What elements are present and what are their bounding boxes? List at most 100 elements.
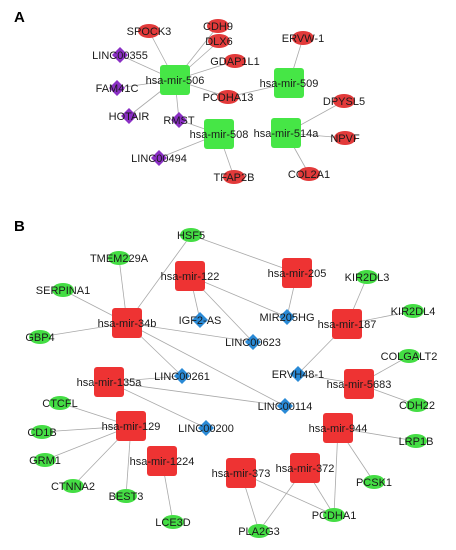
node-label: hsa-mir-373	[212, 468, 271, 480]
lncrna-diamond	[174, 368, 190, 384]
mrna-ellipse	[334, 131, 356, 145]
mirna-square	[112, 308, 142, 338]
mrna-ellipse	[224, 54, 246, 68]
node-label: hsa-mir-5683	[327, 379, 392, 391]
node-ervw-1: ERVW-1	[282, 31, 324, 45]
node-label: hsa-mir-205	[268, 268, 327, 280]
node-label: LRP1B	[399, 436, 434, 448]
node-hsa-mir-372: hsa-mir-372	[276, 453, 335, 483]
node-label: IGF2-AS	[179, 315, 222, 327]
node-linc00623: LINC00623	[225, 334, 281, 350]
mirna-square	[116, 411, 146, 441]
node-linc00200: LINC00200	[178, 420, 234, 436]
mrna-ellipse	[323, 508, 345, 522]
mrna-ellipse	[138, 24, 160, 38]
node-label: LINC00200	[178, 423, 234, 435]
mirna-square	[332, 309, 362, 339]
node-label: GRM1	[29, 455, 61, 467]
edge-hsa-mir-205-hsf5	[190, 234, 298, 274]
node-label: DPYSL5	[323, 96, 365, 108]
mrna-ellipse	[406, 398, 428, 412]
node-label: hsa-mir-135a	[77, 377, 143, 389]
node-label: hsa-mir-122	[161, 271, 220, 283]
node-label: hsa-mir-129	[102, 421, 161, 433]
node-cdh22: CDH22	[399, 398, 435, 412]
mrna-ellipse	[49, 396, 71, 410]
node-tfap2b: TFAP2B	[214, 170, 254, 184]
mrna-ellipse	[208, 34, 230, 48]
node-cd1b: CD1B	[27, 425, 57, 439]
node-label: CTNNA2	[51, 481, 95, 493]
node-linc00261: LINC00261	[154, 368, 210, 384]
edge-hsa-mir-373-pcdha1	[240, 472, 335, 516]
lncrna-diamond	[171, 112, 187, 128]
mrna-ellipse	[333, 94, 355, 108]
node-label: LINC00355	[92, 50, 148, 62]
node-label: COLGALT2	[381, 351, 438, 363]
node-label: HSF5	[177, 230, 205, 242]
mirna-square	[147, 446, 177, 476]
node-lce3d: LCE3D	[155, 515, 191, 529]
node-label: ERVW-1	[282, 33, 324, 45]
panel-a-label: A	[14, 9, 25, 26]
node-pcdha13: PCDHA13	[203, 90, 253, 104]
node-label: PCSK1	[356, 477, 392, 489]
mrna-ellipse	[52, 283, 74, 297]
node-kir2dl4: KIR2DL4	[391, 304, 435, 318]
node-hotair: HOTAIR	[109, 108, 149, 124]
mirna-square	[323, 413, 353, 443]
mrna-ellipse	[31, 425, 53, 439]
mrna-ellipse	[405, 434, 427, 448]
node-ctnna2: CTNNA2	[51, 479, 95, 493]
node-label: NPVF	[330, 133, 360, 145]
node-npvf: NPVF	[330, 131, 360, 145]
node-label: hsa-mir-187	[318, 319, 377, 331]
node-lrp1b: LRP1B	[399, 434, 434, 448]
node-label: PLA2G3	[238, 526, 280, 538]
node-label: hsa-mir-508	[190, 129, 249, 141]
node-label: CD1B	[27, 427, 56, 439]
node-hsa-mir-34b: hsa-mir-34b	[98, 308, 156, 338]
mrna-ellipse	[356, 270, 378, 284]
node-hsa-mir-187: hsa-mir-187	[318, 309, 377, 339]
node-hsf5: HSF5	[177, 228, 205, 242]
edge-hsa-mir-34b-linc00114	[126, 322, 286, 407]
node-hsa-mir-1224: hsa-mir-1224	[130, 446, 195, 476]
mirna-square	[226, 458, 256, 488]
node-label: PCDHA1	[312, 510, 357, 522]
node-hsa-mir-506: hsa-mir-506	[146, 65, 205, 95]
edge-hsa-mir-135a-linc00200	[108, 381, 207, 429]
node-pcsk1: PCSK1	[356, 475, 392, 489]
node-gdap1l1: GDAP1L1	[210, 54, 260, 68]
node-hsa-mir-944: hsa-mir-944	[309, 413, 368, 443]
lncrna-diamond	[279, 309, 295, 325]
lncrna-diamond	[121, 108, 137, 124]
node-pcdha1: PCDHA1	[312, 508, 357, 522]
node-label: hsa-mir-1224	[130, 456, 195, 468]
mrna-ellipse	[363, 475, 385, 489]
node-label: CDH22	[399, 400, 435, 412]
node-label: CDH9	[203, 21, 233, 33]
node-label: hsa-mir-372	[276, 463, 335, 475]
node-dlx6: DLX6	[205, 34, 233, 48]
panel-b-label: B	[14, 218, 25, 235]
mirna-square	[274, 68, 304, 98]
lncrna-diamond	[277, 398, 293, 414]
node-label: LINC00623	[225, 337, 281, 349]
node-label: hsa-mir-944	[309, 423, 368, 435]
node-colgalt2: COLGALT2	[381, 349, 438, 363]
node-dpysl5: DPYSL5	[323, 94, 365, 108]
node-label: SERPINA1	[36, 285, 90, 297]
edge-hsa-mir-135a-linc00114	[108, 381, 286, 407]
node-ervh48-1: ERVH48-1	[272, 366, 324, 382]
node-label: hsa-mir-506	[146, 75, 205, 87]
mirna-square	[160, 65, 190, 95]
node-label: TMEM229A	[90, 253, 149, 265]
node-label: GBP4	[25, 332, 54, 344]
node-hsa-mir-508: hsa-mir-508	[190, 119, 249, 149]
node-col2a1: COL2A1	[288, 167, 330, 181]
node-gbp4: GBP4	[25, 330, 55, 344]
mirna-square	[271, 118, 301, 148]
mrna-ellipse	[180, 228, 202, 242]
